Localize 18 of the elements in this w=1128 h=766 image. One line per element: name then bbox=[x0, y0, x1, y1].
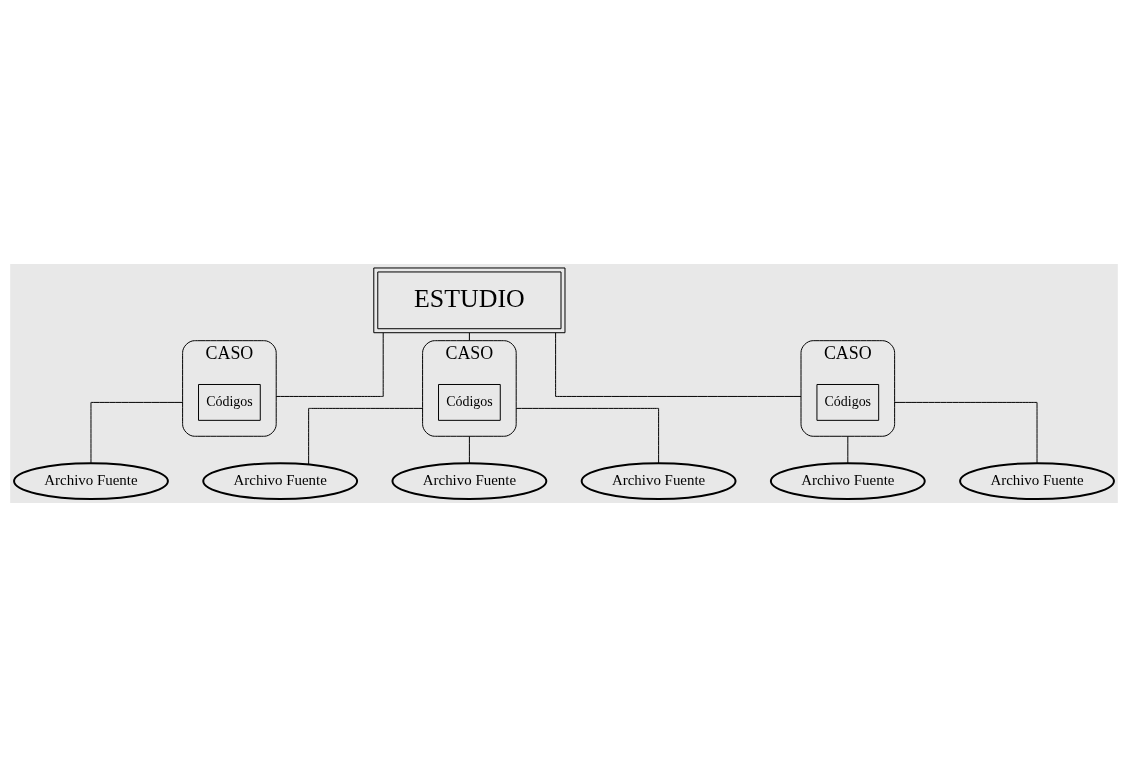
node-box: Códigos bbox=[816, 383, 880, 421]
node-ellipse: Archivo Fuente bbox=[391, 461, 548, 500]
node-ellipse: Archivo Fuente bbox=[13, 461, 169, 500]
connector bbox=[90, 401, 184, 463]
node-ellipse: Archivo Fuente bbox=[202, 461, 359, 500]
connector bbox=[555, 331, 802, 397]
node-ellipse: Archivo Fuente bbox=[769, 461, 926, 500]
node-ellipse: Archivo Fuente bbox=[959, 461, 1115, 500]
node-box: Códigos bbox=[438, 383, 501, 421]
connector bbox=[308, 407, 424, 465]
connector bbox=[894, 401, 1038, 463]
connector bbox=[275, 331, 384, 397]
connector bbox=[847, 435, 849, 463]
node-box: Códigos bbox=[198, 383, 261, 421]
node-ellipse: Archivo Fuente bbox=[580, 461, 737, 500]
connector bbox=[468, 331, 470, 341]
connector bbox=[468, 435, 470, 463]
connector bbox=[515, 407, 660, 464]
